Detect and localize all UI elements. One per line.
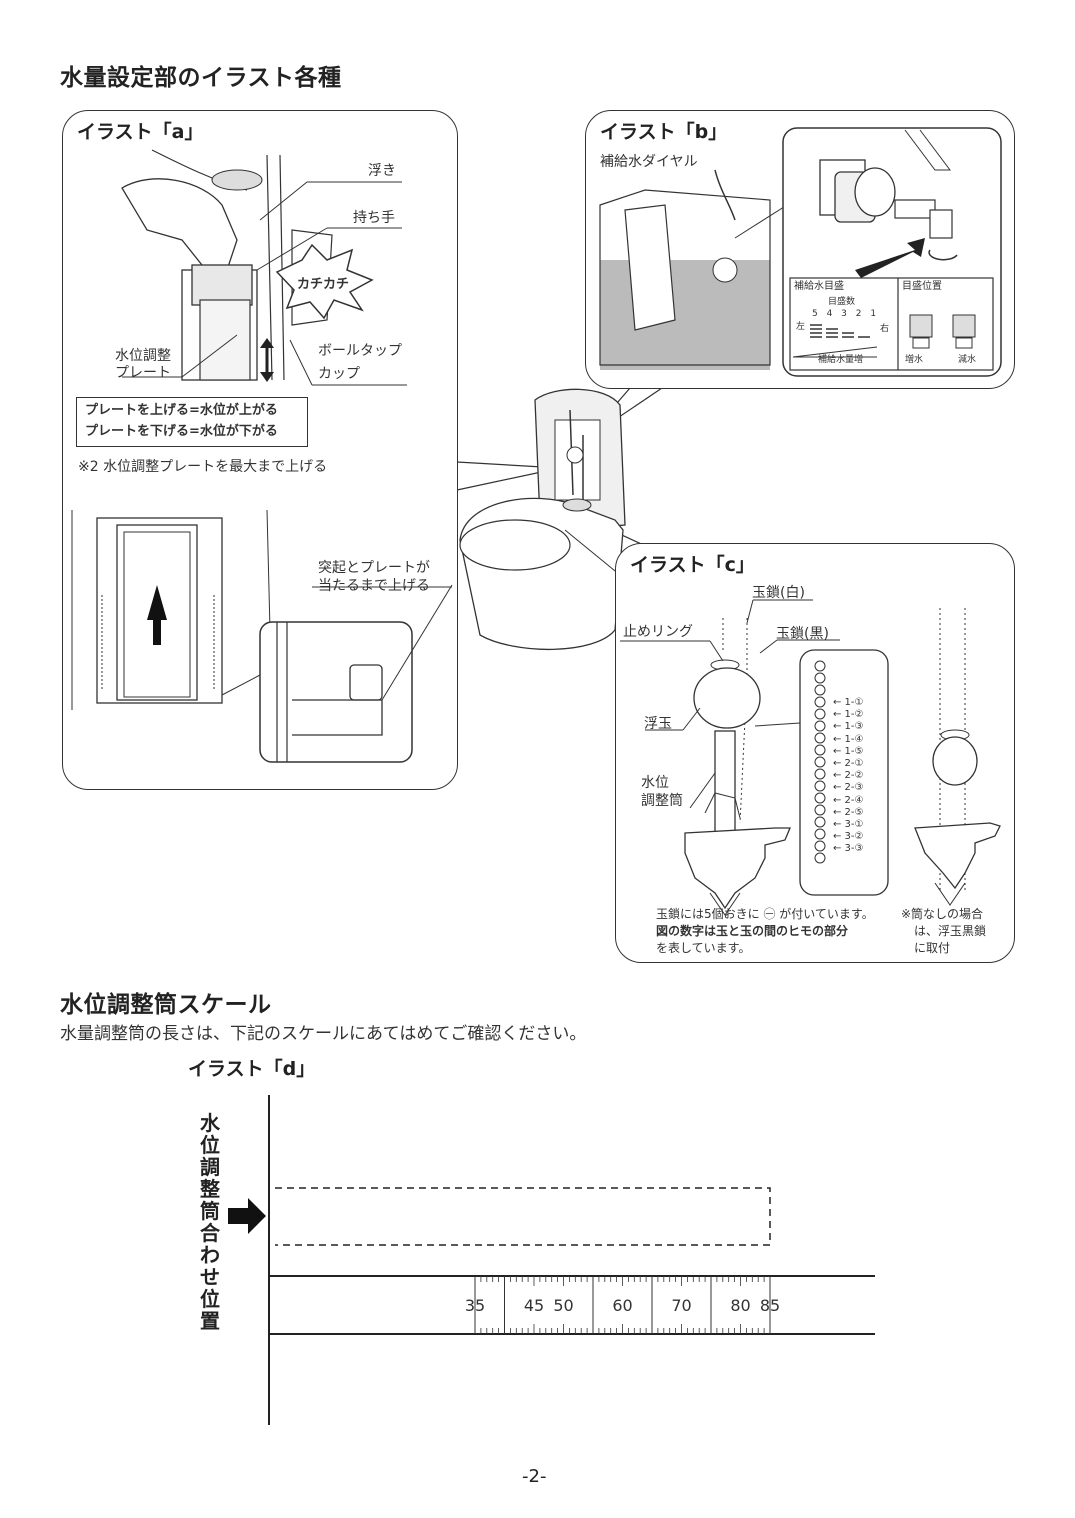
illust-d-label: イラスト「d」 xyxy=(188,1058,316,1080)
label-more-water: 増水 xyxy=(905,355,924,365)
label-plate-2: プレート xyxy=(115,365,171,381)
scale-tick-label: 80 xyxy=(730,1296,751,1315)
label-cup-1: ボールタップ xyxy=(318,343,402,359)
chain-mark-label: ← 1-④ xyxy=(833,733,864,745)
chain-mark-label: ← 3-③ xyxy=(833,843,864,855)
panel-a-title: イラスト「a」 xyxy=(77,121,204,143)
label-less-water: 減水 xyxy=(958,355,977,365)
label-dial: 補給水ダイヤル xyxy=(600,154,698,170)
note-chain-2: 図の数字は玉と玉の間のヒモの部分 xyxy=(656,924,849,938)
label-position-title: 目盛位置 xyxy=(902,281,942,292)
label-scale-numbers: 5 4 3 2 1 xyxy=(812,309,880,319)
chain-mark-label: ← 3-② xyxy=(833,831,864,843)
chain-mark-label: ← 1-⑤ xyxy=(833,745,864,757)
panel-c-illustration xyxy=(620,599,1001,916)
side-note-2: は、浮玉黒鎖 xyxy=(914,924,987,938)
scale-description: 水量調整筒の長さは、下記のスケールにあてはめてご確認ください。 xyxy=(60,1024,587,1044)
label-right: 右 xyxy=(880,324,890,334)
label-cup-2: カップ xyxy=(318,366,360,382)
label-left: 左 xyxy=(796,322,806,332)
panel-a-illustration xyxy=(71,149,453,763)
scale-section-title: 水位調整筒スケール xyxy=(60,992,272,1018)
chain-mark-label: ← 2-⑤ xyxy=(833,806,864,818)
label-raise-2: 当たるまで上げる xyxy=(318,578,430,594)
scale-tick-label: 85 xyxy=(759,1296,781,1315)
scale-tick-label: 70 xyxy=(671,1296,692,1315)
label-increase: 補給水量増 xyxy=(818,355,864,365)
scale-tick-label: 60 xyxy=(612,1296,633,1315)
label-float-ball: 浮玉 xyxy=(644,716,672,732)
plate-rule-box: プレートを上げる=水位が上がる プレートを下げる=水位が下がる xyxy=(76,397,308,447)
rule-down: プレートを下げる=水位が下がる xyxy=(85,424,278,439)
note-raise-max: ※2 水位調整プレートを最大まで上げる xyxy=(78,459,328,475)
note-chain-3: を表しています。 xyxy=(656,941,751,955)
label-scale-count: 目盛数 xyxy=(828,297,856,307)
note-chain-1: 玉鎖には5個おきに ㊀ が付いています。 xyxy=(656,907,874,921)
panel-b-title: イラスト「b」 xyxy=(600,121,728,143)
label-float: 浮き xyxy=(368,163,396,179)
label-tube-1: 水位 xyxy=(641,775,669,791)
page-number: -2- xyxy=(522,1466,547,1487)
rule-up: プレートを上げる=水位が上がる xyxy=(85,403,278,418)
scale-tick-label: 35 xyxy=(464,1296,486,1315)
label-plate-1: 水位調整 xyxy=(115,348,171,364)
label-tube-2: 調整筒 xyxy=(641,793,683,809)
label-stop-ring: 止めリング xyxy=(623,624,693,640)
chain-mark-label: ← 1-③ xyxy=(833,721,864,733)
scale-tick-label: 50 xyxy=(553,1296,574,1315)
chain-mark-label: ← 2-① xyxy=(833,758,864,769)
toilet-illustration xyxy=(459,388,626,651)
side-note-3: に取付 xyxy=(914,941,951,955)
chain-mark-label: ← 1-② xyxy=(833,709,864,721)
label-chain-black: 玉鎖(黒) xyxy=(776,626,829,642)
label-scale-title: 補給水目盛 xyxy=(794,281,844,292)
vertical-alignment-label: 水位調整筒合わせ位置 xyxy=(200,1111,220,1333)
chain-mark-label: ← 2-② xyxy=(833,770,864,782)
label-chain-white: 玉鎖(白) xyxy=(752,585,805,601)
chain-mark-label: ← 3-① xyxy=(833,819,864,830)
chain-mark-label: ← 2-③ xyxy=(833,782,864,794)
chain-mark-label: ← 2-④ xyxy=(833,794,864,806)
side-note-1: ※筒なしの場合 xyxy=(901,907,984,921)
label-handle: 持ち手 xyxy=(353,210,395,226)
label-click: カチカチ xyxy=(297,277,350,292)
panel-b-illustration xyxy=(599,127,1002,377)
page-title: 水量設定部のイラスト各種 xyxy=(60,65,342,91)
chain-mark-label: ← 1-① xyxy=(833,697,864,708)
label-raise-1: 突起とプレートが xyxy=(318,560,430,576)
panel-c-title: イラスト「c」 xyxy=(630,554,755,576)
scale-tick-label: 45 xyxy=(523,1296,545,1315)
